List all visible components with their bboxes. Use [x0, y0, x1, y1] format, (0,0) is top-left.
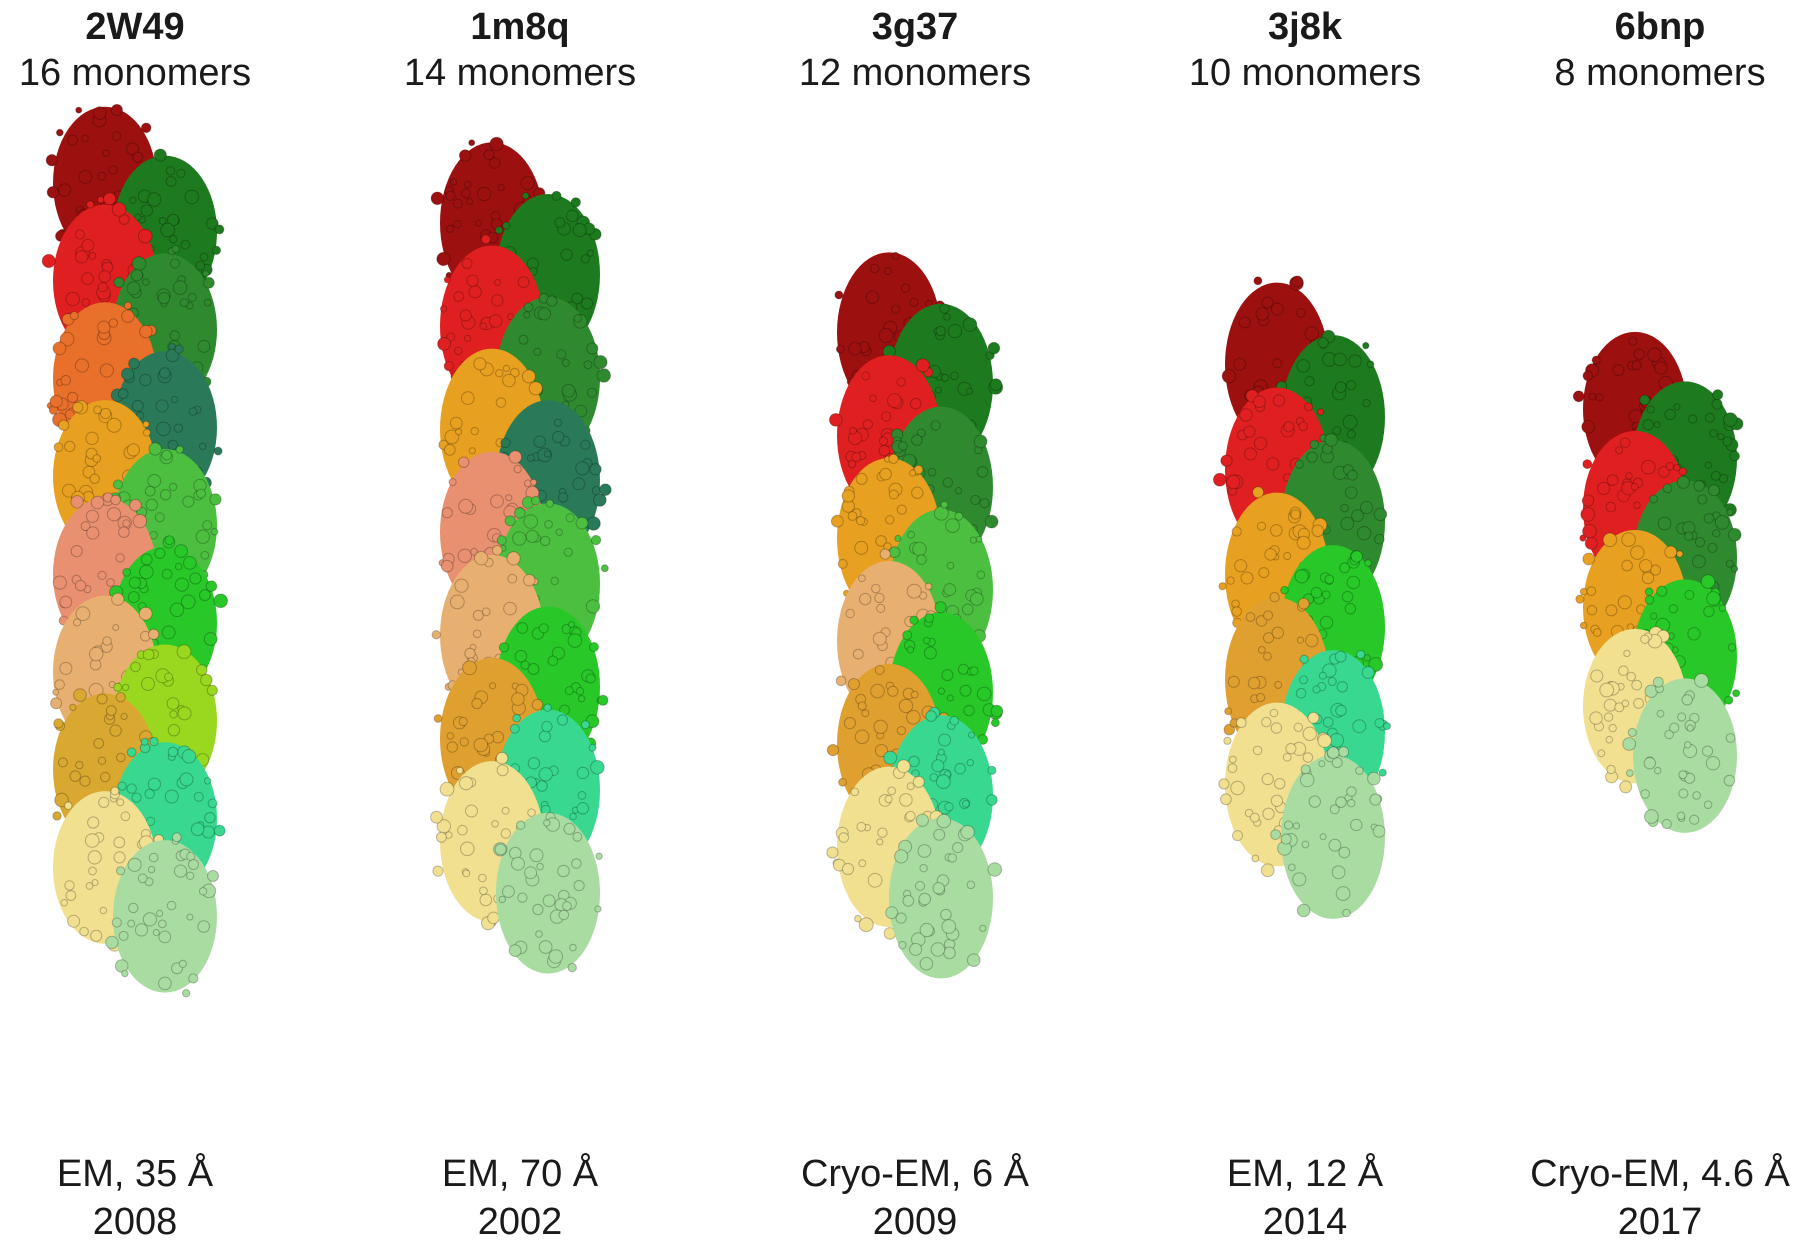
filament-model-image	[1572, 331, 1744, 833]
pdb-id-label: 3j8k	[1268, 6, 1342, 48]
pdb-id-label: 3g37	[871, 6, 959, 48]
method-resolution-label: EM, 70 Å	[441, 1153, 599, 1195]
structure-header: 2W49 16 monomers	[0, 0, 270, 96]
monomer-count-label: 12 monomers	[798, 52, 1032, 94]
year-label: 2002	[477, 1201, 563, 1243]
structure-header: 1m8q 14 monomers	[385, 0, 655, 96]
structure-panel-3j8k: 3j8k 10 monomers EM, 12 Å 2014	[1170, 0, 1440, 1256]
pdb-id-label: 2W49	[85, 6, 185, 48]
method-resolution-label: EM, 35 Å	[56, 1153, 214, 1195]
monomer-count-label: 14 monomers	[403, 52, 637, 94]
monomer-subunit	[1622, 673, 1737, 833]
structure-panel-1m8q: 1m8q 14 monomers EM, 70 Å 2002	[385, 0, 655, 1256]
monomer-count-label: 16 monomers	[18, 52, 252, 94]
structure-panel-2w49: 2W49 16 monomers EM, 35 Å 2008	[0, 0, 270, 1256]
monomer-subunit	[1270, 746, 1386, 919]
year-label: 2014	[1262, 1201, 1348, 1243]
structure-footer: Cryo-EM, 4.6 Å 2017	[1520, 1150, 1800, 1246]
method-resolution-label: Cryo-EM, 4.6 Å	[1530, 1153, 1790, 1195]
monomer-count-label: 8 monomers	[1554, 52, 1766, 94]
structure-footer: EM, 35 Å 2008	[0, 1150, 270, 1246]
filament-model-image	[1212, 275, 1391, 919]
pdb-id-label: 6bnp	[1614, 6, 1706, 48]
pdb-id-label: 1m8q	[470, 6, 570, 48]
method-resolution-label: Cryo-EM, 6 Å	[800, 1153, 1030, 1195]
structure-panel-6bnp: 6bnp 8 monomers Cryo-EM, 4.6 Å 2017	[1520, 0, 1800, 1256]
structure-header: 3g37 12 monomers	[780, 0, 1050, 96]
structure-footer: Cryo-EM, 6 Å 2009	[780, 1150, 1050, 1246]
year-label: 2009	[872, 1201, 958, 1243]
structure-panel-3g37: 3g37 12 monomers Cryo-EM, 6 Å 2009	[780, 0, 1050, 1256]
monomer-count-label: 10 monomers	[1188, 52, 1422, 94]
year-label: 2017	[1617, 1201, 1703, 1243]
monomer-subunit	[105, 832, 219, 998]
filament-model-image	[41, 103, 228, 998]
structure-header: 3j8k 10 monomers	[1170, 0, 1440, 96]
monomer-subunit	[885, 813, 1003, 979]
filament-model-image	[430, 136, 612, 974]
year-label: 2008	[92, 1201, 178, 1243]
filament-model-image	[826, 251, 1004, 979]
structure-footer: EM, 12 Å 2014	[1170, 1150, 1440, 1246]
monomer-subunit	[493, 812, 603, 974]
structure-header: 6bnp 8 monomers	[1520, 0, 1800, 96]
structure-footer: EM, 70 Å 2002	[385, 1150, 655, 1246]
method-resolution-label: EM, 12 Å	[1226, 1153, 1384, 1195]
